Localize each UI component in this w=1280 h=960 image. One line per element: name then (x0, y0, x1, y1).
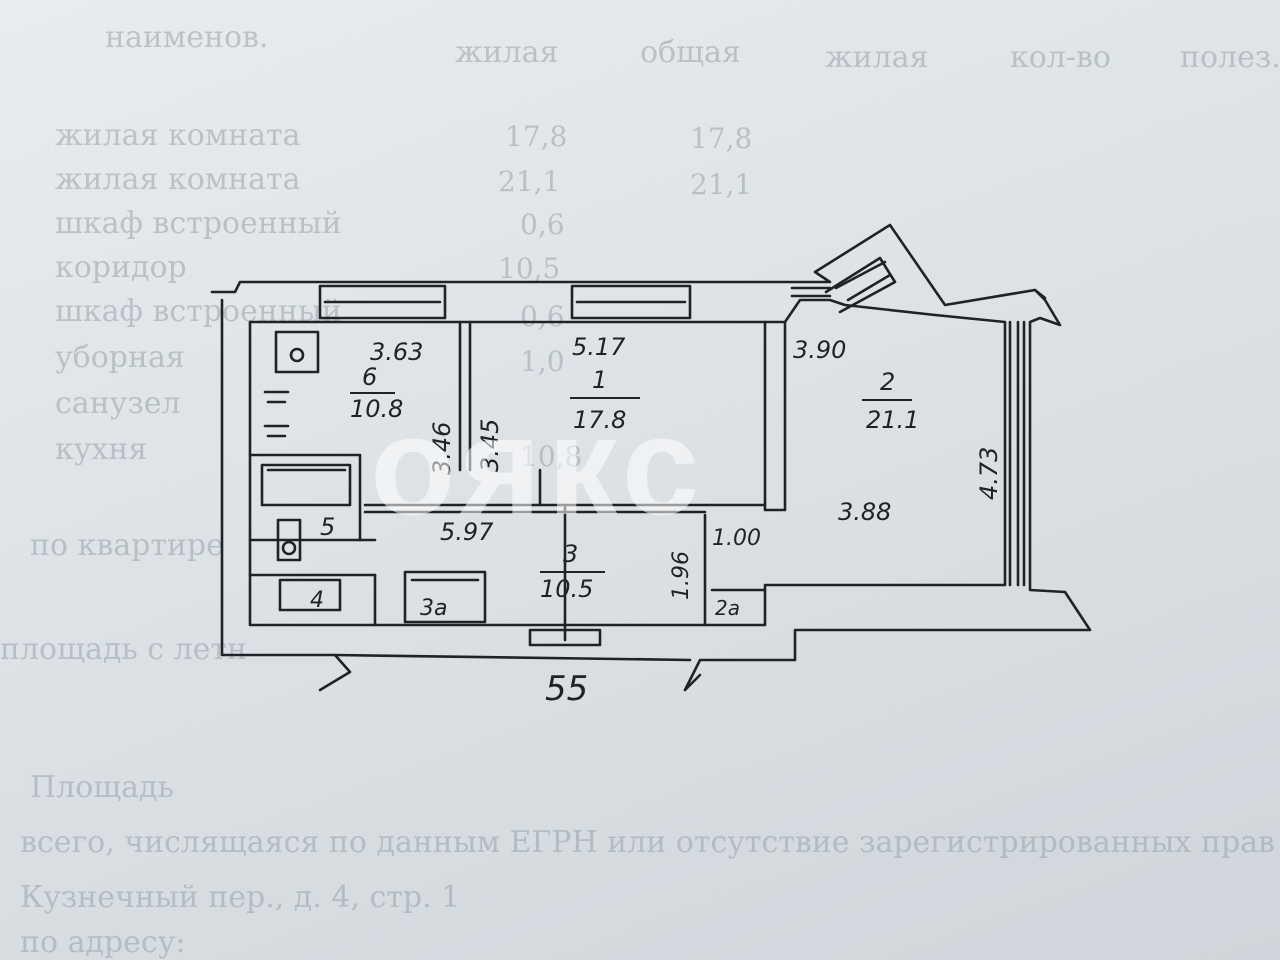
ghost-header-4: жилая (825, 40, 929, 75)
room2-number: 2 (880, 368, 895, 396)
ghost-value: 17,8 (505, 120, 568, 153)
ghost-row-label: коридор (55, 250, 187, 285)
ghost-header-5: кол-во (1010, 40, 1111, 75)
plan-labels: 3.63 6 10.8 5.17 1 17.8 3.90 2 21.1 3.46… (310, 333, 1003, 709)
ghost-value: 10,8 (520, 440, 583, 473)
ghost-header-3: общая (640, 35, 741, 70)
ghost-total-label: по квартире (30, 528, 224, 563)
plan-walls (210, 223, 1092, 692)
ghost-footer-1: Площадь (30, 770, 174, 805)
room4-number: 4 (310, 588, 324, 613)
ghost-row-label: жилая комната (55, 118, 301, 153)
ghost-header-6: полез. (1180, 40, 1280, 75)
room2-area: 21.1 (866, 406, 919, 434)
room6-number: 6 (362, 363, 377, 391)
ghost-header-1: наименов. (105, 20, 269, 55)
building-number: 55 (545, 669, 588, 709)
ghost-value: 10,5 (498, 252, 561, 285)
ghost-row-label: санузел (55, 386, 181, 421)
ghost-value: 0,6 (520, 208, 565, 241)
ghost-value: 21,1 (690, 168, 753, 201)
dim-corridor-length: 5.97 (440, 518, 494, 546)
dim-closet-depth: 1.96 (669, 551, 694, 600)
dim-room2-depth: 4.73 (975, 447, 1003, 500)
room3-number: 3 (563, 540, 578, 568)
ghost-area-label: площадь с летн (0, 632, 247, 667)
ghost-row-label: жилая комната (55, 162, 301, 197)
ghost-value: 0,6 (520, 300, 565, 333)
dim-room1-width: 5.17 (572, 333, 626, 361)
room3a-number: 3а (420, 596, 447, 621)
dim-room2-bottom: 3.88 (838, 498, 891, 526)
watermark: оякс (370, 387, 706, 544)
room1-number: 1 (592, 366, 607, 394)
ghost-value: 21,1 (498, 165, 561, 198)
ghost-footer-4: по адресу: (20, 925, 186, 960)
ghost-row-label: кухня (55, 432, 148, 467)
ghost-row-label: шкаф встроенный (55, 206, 342, 241)
dim-closet-width: 1.00 (712, 526, 761, 551)
dim-room1-depth: 3.45 (476, 419, 504, 472)
ghost-footer-2: всего, числящаяся по данным ЕГРН или отс… (20, 825, 1275, 860)
ghost-value: 1,0 (520, 345, 565, 378)
room5-number: 5 (320, 513, 335, 541)
room2a-number: 2а (715, 596, 740, 620)
ghost-header-2: жилая (455, 35, 559, 70)
dim-room6-width: 3.63 (370, 338, 423, 366)
dim-room6-depth: 3.46 (428, 422, 456, 475)
ghost-footer-3: Кузнечный пер., д. 4, стр. 1 (20, 880, 461, 915)
ghost-value: 17,8 (690, 122, 753, 155)
room6-area: 10.8 (350, 395, 403, 423)
ghost-row-label: уборная (55, 340, 185, 375)
dim-room2-width: 3.90 (793, 336, 846, 364)
room3-area: 10.5 (540, 575, 593, 603)
room1-area: 17.8 (573, 406, 626, 434)
